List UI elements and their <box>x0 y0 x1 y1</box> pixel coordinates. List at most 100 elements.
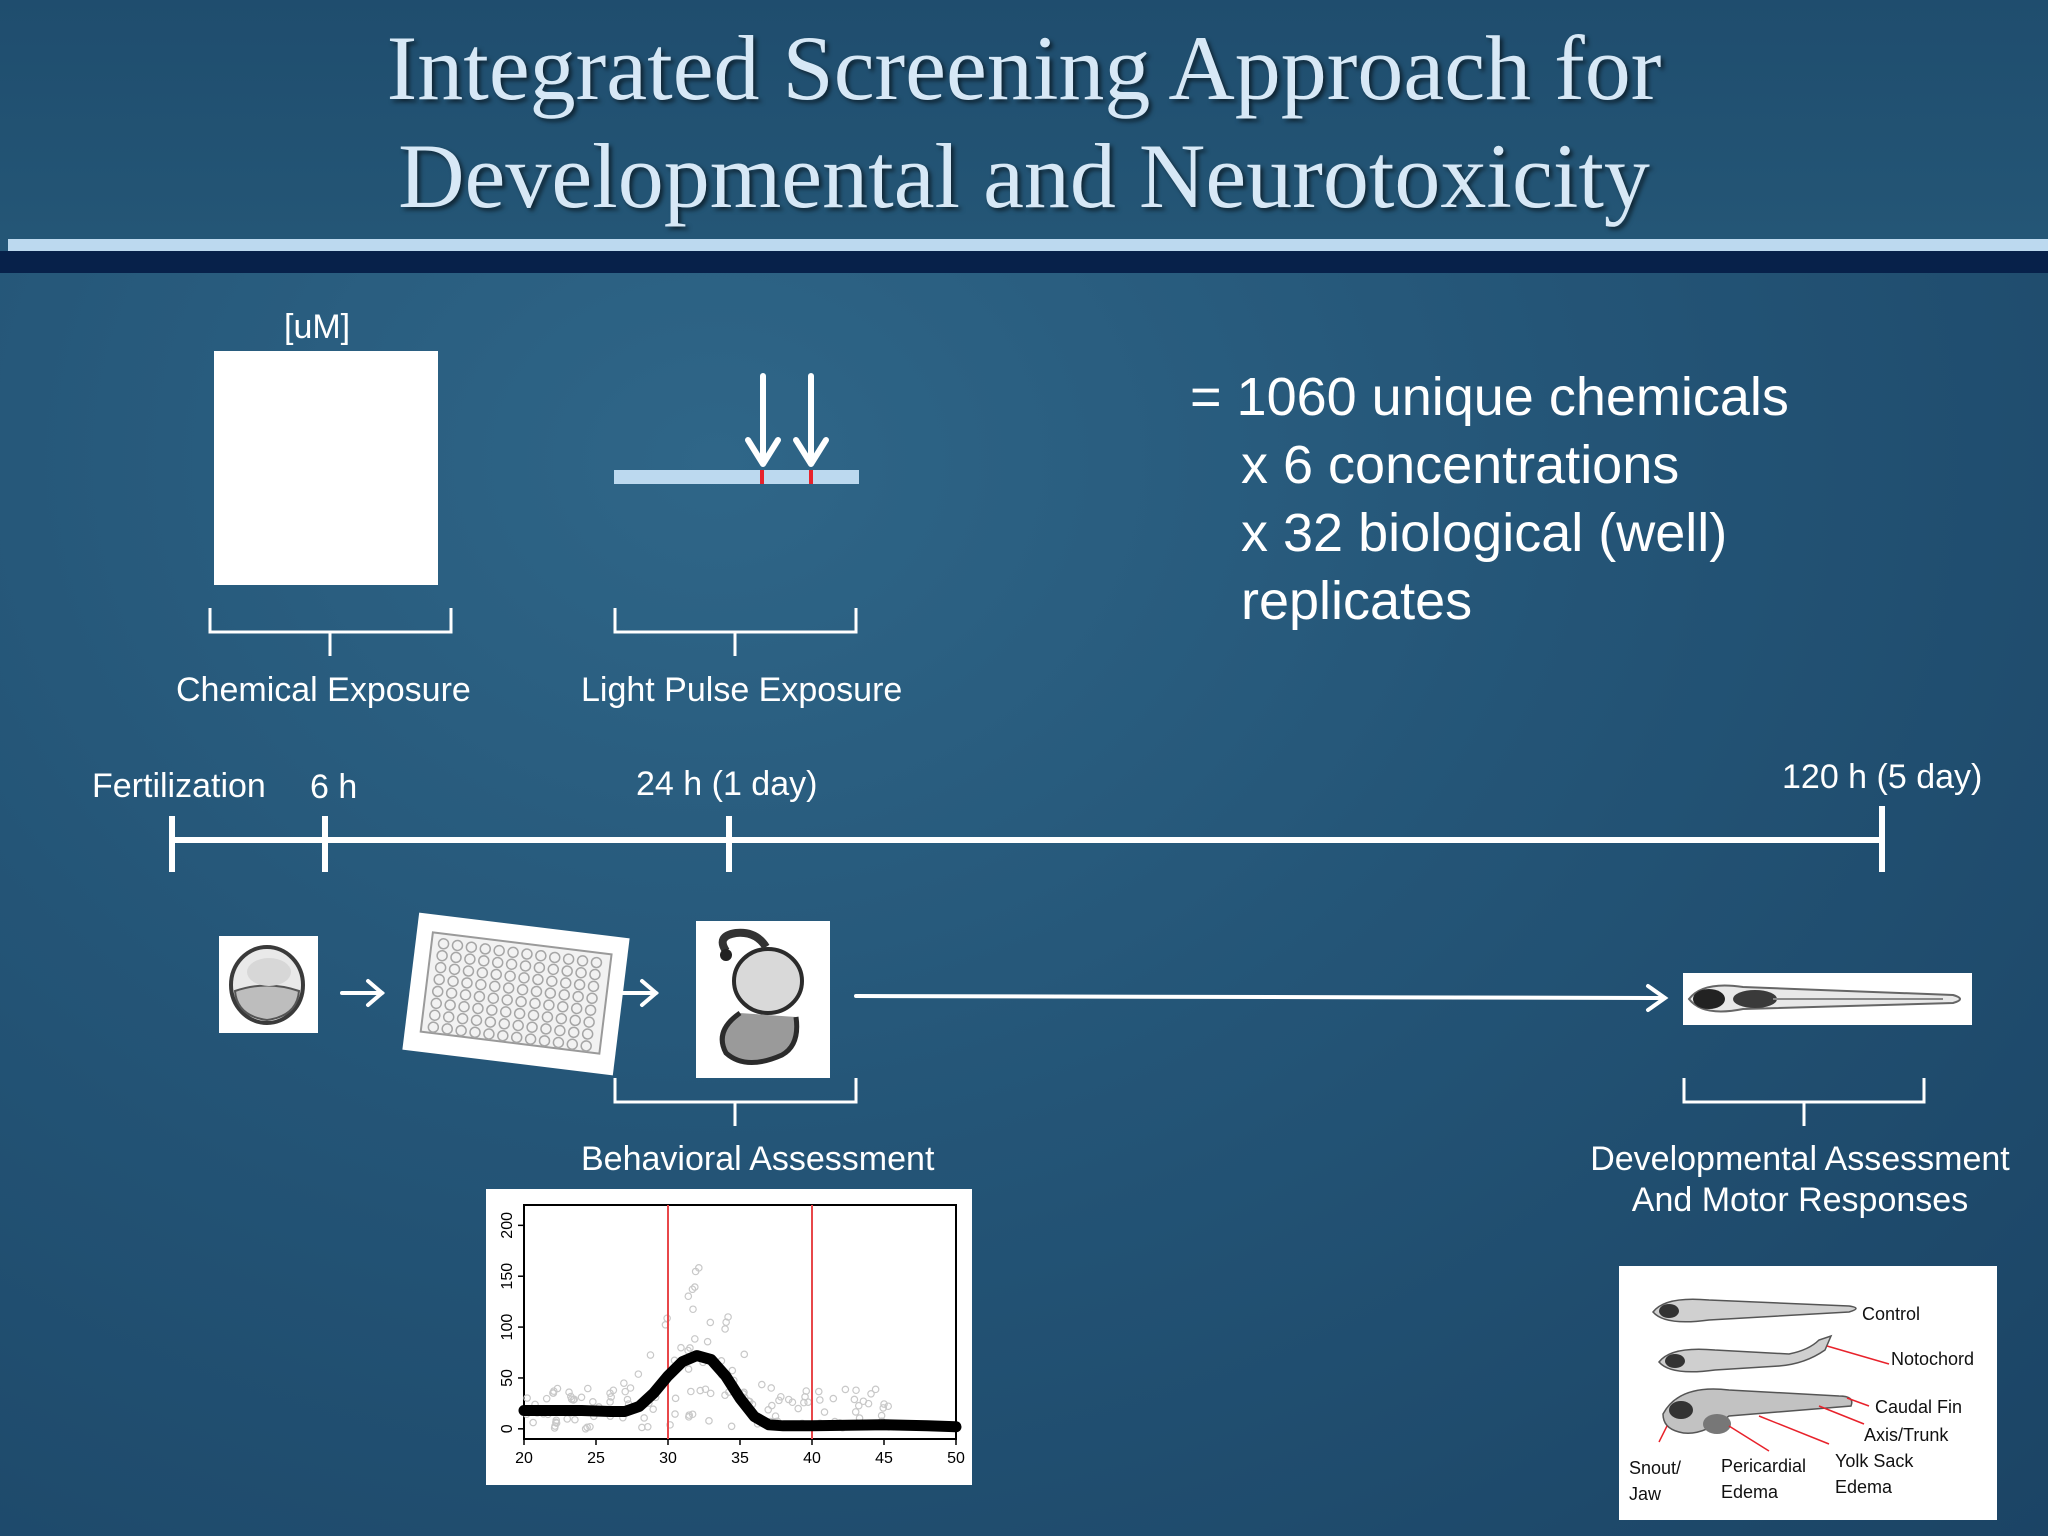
title-banner <box>0 0 2048 240</box>
plot-point <box>776 1392 785 1401</box>
phenotype-panel: Control Notochord Caudal Fin Axis/Trunk … <box>1619 1266 1997 1520</box>
plot-x-tick-label: 25 <box>587 1450 605 1467</box>
plot-point <box>758 1380 766 1389</box>
summary-concentrations: x 6 concentrations <box>1241 435 1680 495</box>
phenotype-axis-trunk-label: Axis/Trunk <box>1864 1425 1949 1445</box>
plot-point <box>571 1415 579 1424</box>
plot-point <box>696 1386 705 1395</box>
plot-point <box>775 1396 783 1405</box>
light-pulse-arrow-2 <box>793 373 829 467</box>
plot-point <box>691 1335 699 1343</box>
plot-point <box>701 1385 710 1394</box>
plot-point <box>727 1422 736 1431</box>
light-pulse-exposure-label: Light Pulse Exposure <box>581 671 903 709</box>
page-title-line-1: Integrated Screening Approach for <box>386 17 1662 119</box>
plot-x-tick-label: 35 <box>731 1450 749 1467</box>
plot-point <box>689 1305 697 1314</box>
plot-point <box>877 1411 886 1420</box>
plot-point <box>563 1415 572 1423</box>
process-arrow-long <box>854 984 1669 1012</box>
phenotype-yolk-sack-label-1: Yolk Sack <box>1835 1451 1914 1471</box>
light-pulse-bar <box>614 470 859 484</box>
light-pulse-bracket <box>613 608 858 656</box>
plot-point <box>854 1401 863 1410</box>
plot-point <box>586 1422 594 1431</box>
plot-point <box>565 1388 573 1397</box>
plot-point <box>728 1366 737 1375</box>
plot-point <box>788 1398 797 1407</box>
timeline-label-fertilization: Fertilization <box>92 767 266 805</box>
notochord-larva <box>1658 1334 1833 1373</box>
plot-point <box>620 1379 628 1387</box>
plot-y-tick-label: 100 <box>499 1314 516 1341</box>
notochord-pointer <box>1826 1345 1890 1365</box>
concentration-block <box>214 351 438 585</box>
plot-point <box>703 1337 712 1346</box>
plot-point <box>685 1411 693 1419</box>
plot-point <box>880 1400 888 1408</box>
phenotype-control-label: Control <box>1862 1304 1921 1324</box>
plot-point <box>626 1384 635 1392</box>
egg-image <box>219 936 318 1033</box>
plot-point <box>643 1422 652 1431</box>
caudal-fin-pointer <box>1846 1397 1870 1407</box>
plot-point <box>706 1318 715 1327</box>
light-pulse-tick-2 <box>809 470 813 484</box>
plot-y-tick-label: 200 <box>499 1212 516 1239</box>
title-rule-dark <box>0 251 2048 273</box>
plot-point <box>851 1408 860 1416</box>
affected-larva <box>1662 1388 1853 1434</box>
plot-point <box>646 1351 655 1359</box>
light-pulse-tick-1 <box>760 470 764 484</box>
plot-y-tick-label: 150 <box>499 1263 516 1290</box>
plot-point <box>623 1395 632 1404</box>
chemical-exposure-label: Chemical Exposure <box>176 671 471 709</box>
plot-y-tick-label: 50 <box>499 1369 516 1387</box>
plot-point <box>829 1394 838 1403</box>
plot-point <box>867 1390 875 1398</box>
plot-point <box>794 1404 803 1413</box>
timeline-label-120h: 120 h (5 day) <box>1782 758 1983 796</box>
plot-point <box>621 1387 630 1396</box>
plot-point <box>721 1391 729 1400</box>
timeline-axis <box>169 806 1885 872</box>
light-pulse-arrow-1 <box>745 373 781 467</box>
well-plate-image <box>402 912 630 1076</box>
plot-point <box>852 1386 860 1395</box>
plot-point <box>649 1405 657 1413</box>
plot-point <box>687 1387 695 1396</box>
summary-replicates-2: replicates <box>1241 571 1473 631</box>
plot-point <box>606 1389 614 1398</box>
plot-point <box>802 1387 811 1395</box>
pericardial-pointer <box>1728 1425 1770 1452</box>
plot-point <box>864 1399 873 1408</box>
plot-point <box>577 1393 586 1402</box>
behavioral-bracket <box>613 1078 858 1126</box>
plot-x-tick-label: 20 <box>515 1450 533 1467</box>
process-arrow-1 <box>340 979 386 1007</box>
phenotype-snout-label-2: Jaw <box>1629 1484 1662 1504</box>
plot-point <box>879 1404 888 1412</box>
plot-point <box>640 1414 648 1422</box>
plot-point <box>583 1384 592 1393</box>
behavioral-assessment-label: Behavioral Assessment <box>581 1140 935 1178</box>
phenotype-yolk-sack-label-2: Edema <box>1835 1477 1893 1497</box>
plot-point <box>549 1389 557 1397</box>
plot-x-tick-label: 30 <box>659 1450 677 1467</box>
plot-x-tick-label: 45 <box>875 1450 893 1467</box>
plot-point <box>606 1398 614 1406</box>
plot-point <box>583 1423 591 1432</box>
plot-point <box>816 1396 824 1404</box>
concentration-label: [uM] <box>284 308 351 346</box>
plot-point <box>724 1313 732 1321</box>
phenotype-pericardial-label-2: Edema <box>1721 1482 1779 1502</box>
plot-x-tick-label: 40 <box>803 1450 821 1467</box>
title-rule-light <box>8 239 2048 251</box>
plot-point <box>740 1350 749 1359</box>
plot-curve <box>518 1350 962 1433</box>
chemical-exposure-bracket <box>208 608 453 656</box>
plot-point <box>841 1385 850 1394</box>
plot-point <box>688 1285 697 1294</box>
